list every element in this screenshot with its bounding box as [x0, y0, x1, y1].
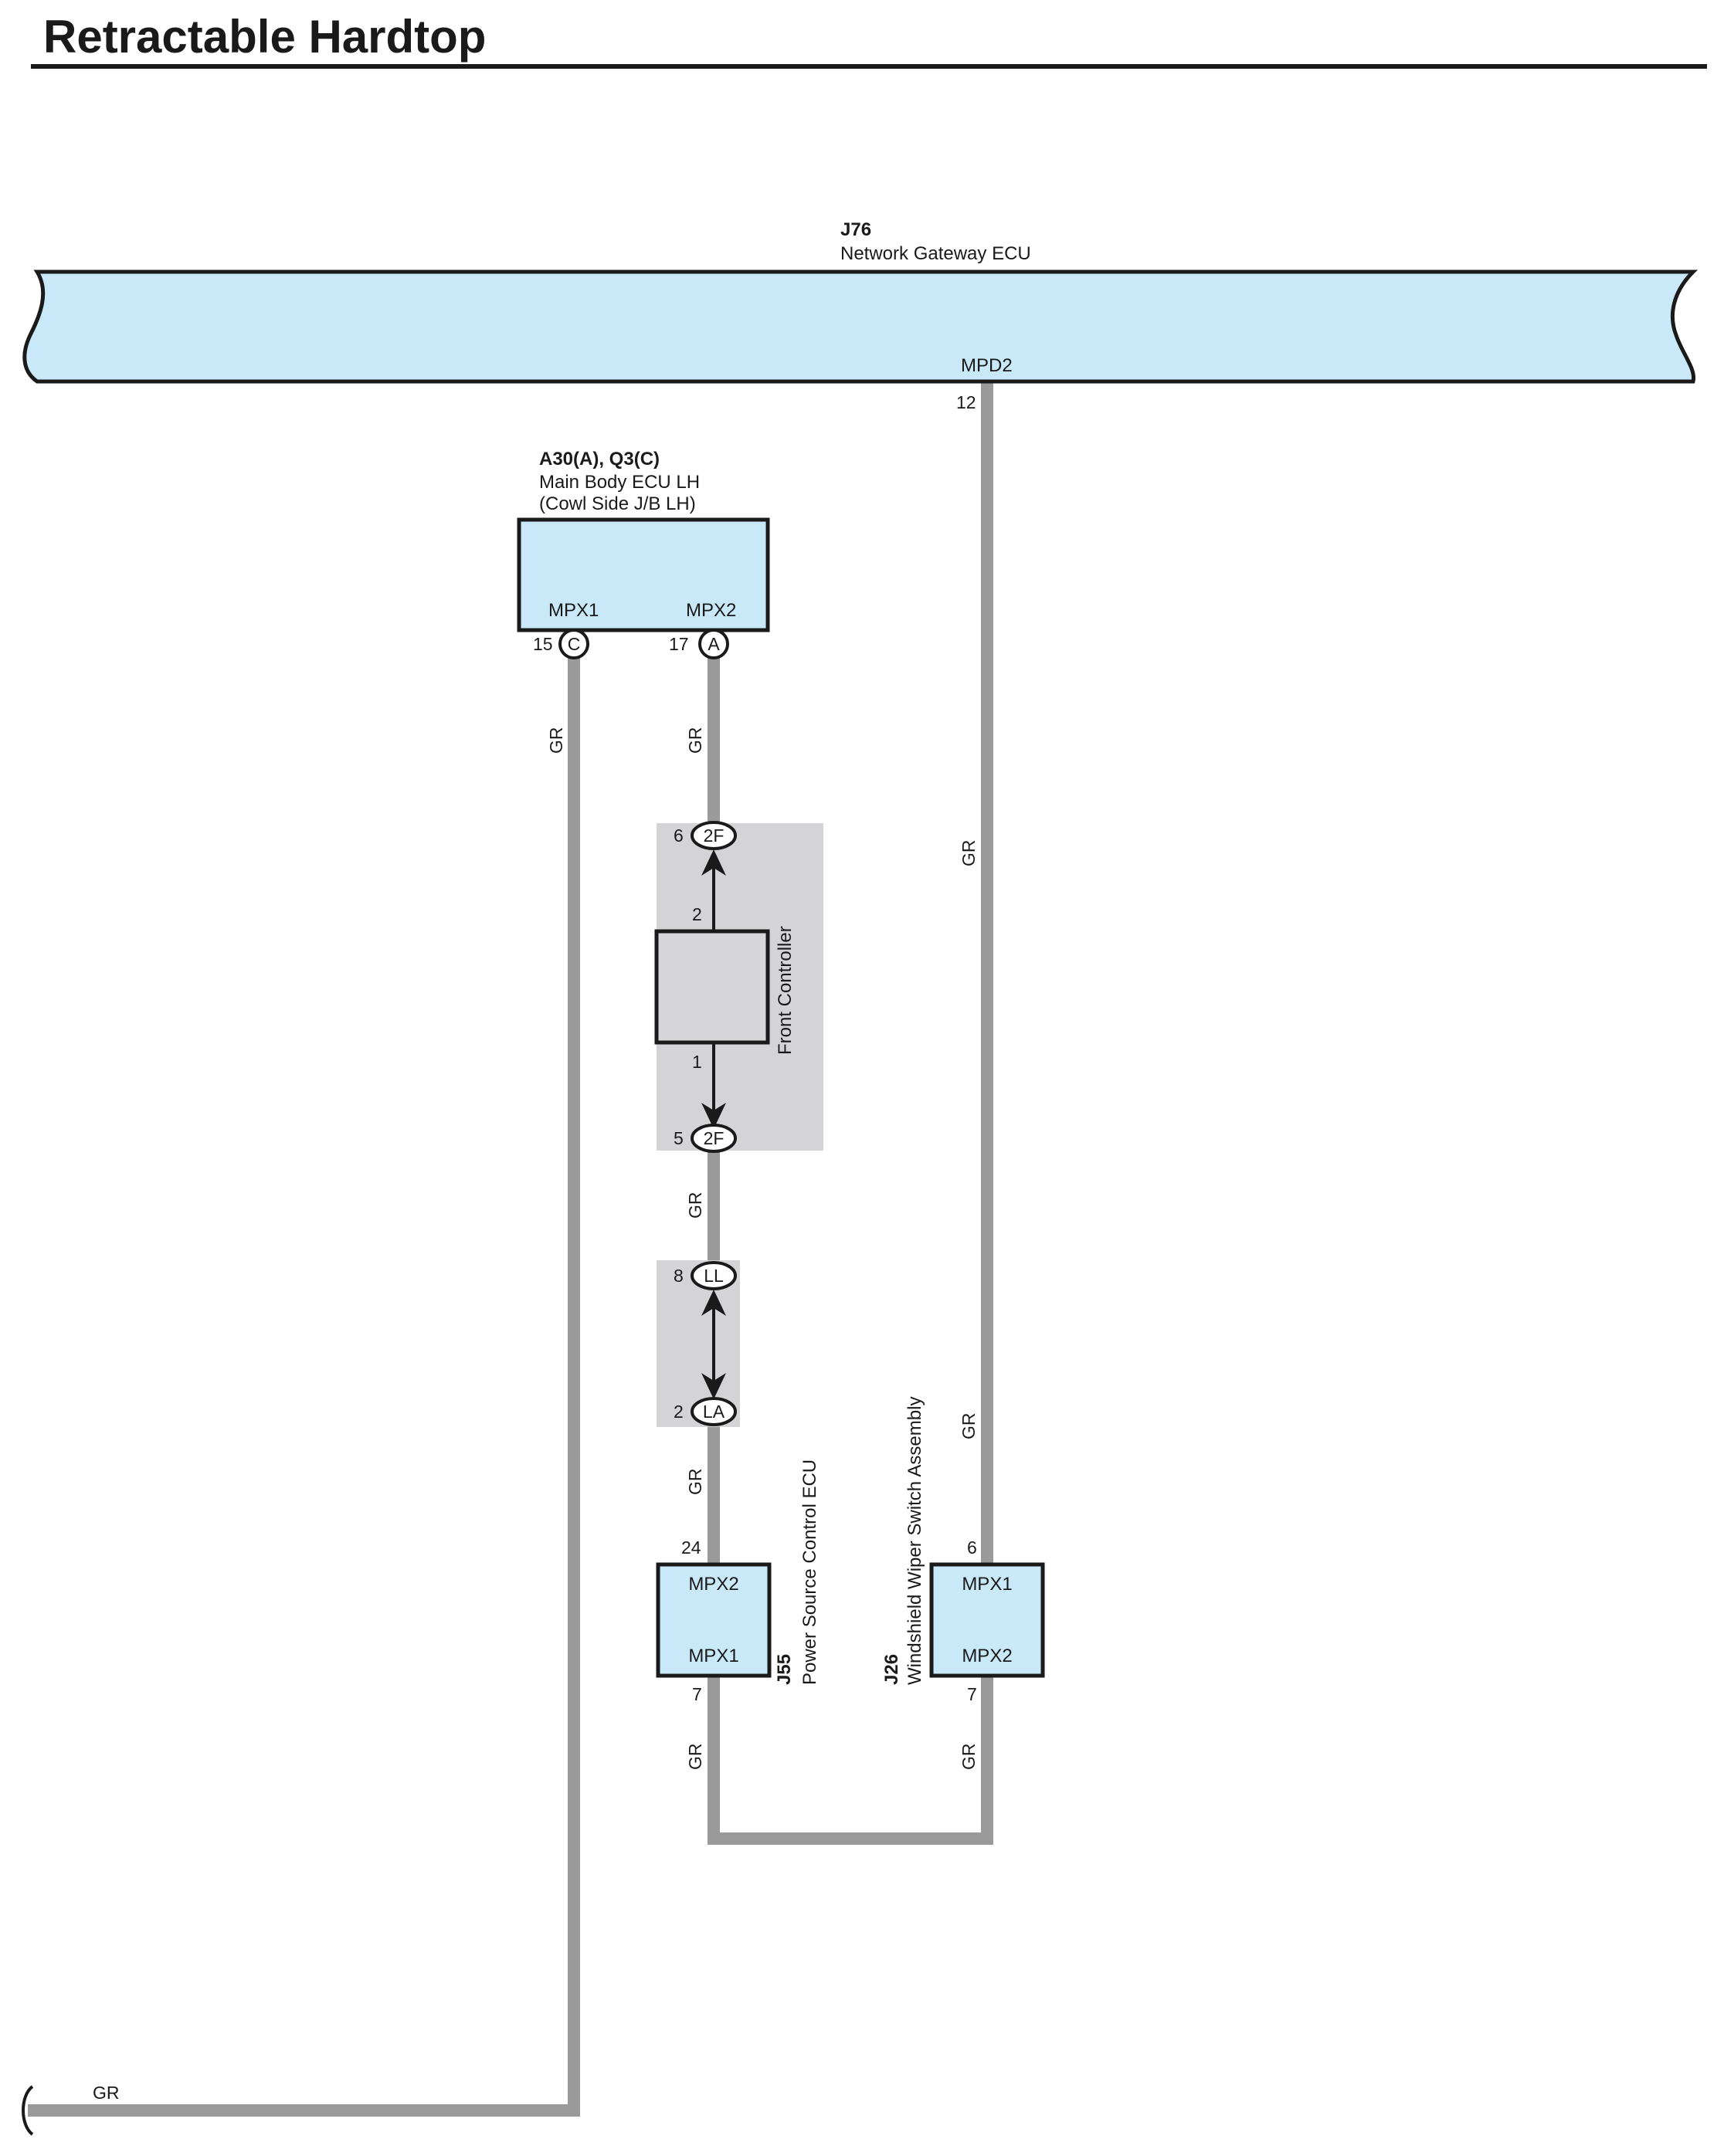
wire-color-label: GR	[959, 1744, 979, 1771]
connector-ll-label: LL	[704, 1266, 724, 1286]
wiper-switch-terminal-mpx1: MPX1	[962, 1574, 1012, 1595]
main-body-ecu-code: A30(A), Q3(C)	[539, 449, 660, 470]
wire-color-label: GR	[685, 727, 705, 754]
gateway-pin: 12	[956, 392, 976, 412]
wire-color-label: GR	[93, 2083, 120, 2103]
gateway-ecu-bar	[22, 270, 1699, 384]
wire-break-mark	[22, 2085, 34, 2136]
connector-a-label: A	[708, 634, 720, 654]
wire-color-label: GR	[685, 1744, 705, 1771]
connector-2f-bottom	[691, 1124, 737, 1153]
front-controller-inner-pin-2: 2	[692, 904, 702, 924]
main-body-ecu-name: Main Body ECU LH	[539, 472, 700, 493]
power-ecu-code: J55	[774, 1654, 795, 1685]
front-controller-arrow-bottom	[701, 1103, 726, 1129]
wire-color-label: GR	[685, 1469, 705, 1496]
gateway-code: J76	[840, 219, 871, 240]
wires	[28, 381, 993, 2117]
gateway-name: Network Gateway ECU	[840, 243, 1031, 264]
wire-color-label: GR	[959, 1413, 979, 1440]
front-controller-pin-6: 6	[674, 825, 684, 846]
front-controller-name: Front Controller	[775, 926, 796, 1055]
main-body-ecu-box	[517, 517, 770, 632]
connector-2f-top-label: 2F	[704, 825, 725, 846]
wiper-switch-name: Windshield Wiper Switch Assembly	[904, 1397, 925, 1685]
connector-2f-top	[691, 821, 737, 850]
gateway-terminal-label: MPD2	[961, 355, 1013, 376]
connector-a	[698, 629, 729, 659]
wire-mpx1-to-left-edge	[28, 655, 580, 2117]
main-body-ecu-pin-17: 17	[669, 634, 689, 654]
power-ecu-pin-7: 7	[692, 1684, 702, 1704]
connector-la-label: LA	[703, 1402, 725, 1422]
connector-la	[691, 1397, 737, 1426]
power-ecu-terminal-mpx2: MPX2	[688, 1574, 738, 1595]
main-body-ecu-location: (Cowl Side J/B LH)	[539, 493, 696, 514]
connector-c	[558, 629, 589, 659]
wire-color-label: GR	[685, 1192, 705, 1219]
junction-pin-8: 8	[674, 1266, 684, 1286]
wiper-switch-box	[929, 1562, 1045, 1678]
main-body-ecu-terminal-mpx1: MPX1	[548, 600, 599, 621]
page-title: Retractable Hardtop	[43, 11, 486, 63]
power-ecu-terminal-mpx1: MPX1	[688, 1646, 738, 1666]
connector-c-label: C	[568, 634, 581, 654]
power-ecu-name: Power Source Control ECU	[799, 1459, 820, 1685]
front-controller-inner-pin-1: 1	[692, 1052, 702, 1072]
junction-pin-2: 2	[674, 1402, 684, 1422]
wiper-switch-terminal-mpx2: MPX2	[962, 1646, 1012, 1666]
wire-color-label: GR	[546, 727, 566, 754]
wiper-switch-pin-7: 7	[967, 1684, 977, 1704]
wire-color-label: GR	[959, 840, 979, 867]
main-body-ecu-terminal-mpx2: MPX2	[686, 600, 736, 621]
front-controller-box	[654, 929, 770, 1045]
front-controller-arrow-top	[701, 849, 726, 876]
power-source-ecu-box	[656, 1562, 772, 1678]
connector-2f-bottom-label: 2F	[704, 1128, 725, 1148]
front-controller-pin-5: 5	[674, 1128, 684, 1148]
power-ecu-pin-24: 24	[681, 1537, 701, 1558]
wire-power-ecu-to-wiper	[708, 1676, 993, 1845]
connector-ll	[691, 1261, 737, 1290]
junction-arrow-top	[701, 1290, 726, 1316]
main-body-ecu-pin-15: 15	[533, 634, 553, 654]
wiper-switch-pin-6: 6	[967, 1537, 977, 1558]
wiper-switch-code: J26	[881, 1654, 902, 1685]
junction-arrow-bottom	[701, 1373, 726, 1399]
